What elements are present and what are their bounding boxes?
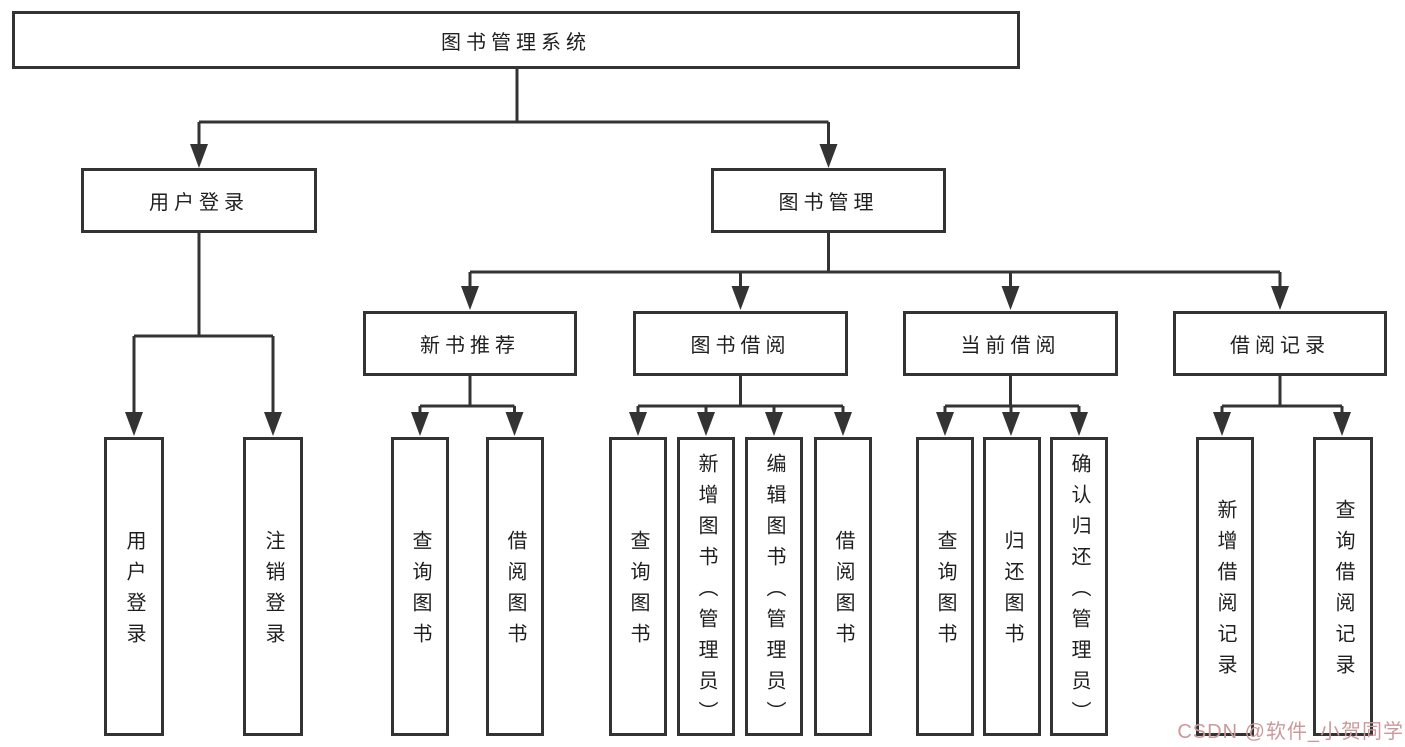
arrowhead bbox=[834, 412, 852, 436]
arrowhead bbox=[629, 412, 647, 436]
arrowhead bbox=[190, 144, 208, 168]
arrowhead bbox=[411, 412, 429, 436]
arrowhead bbox=[1271, 286, 1289, 310]
node-book-borrowing: 图书借阅 bbox=[633, 311, 848, 376]
arrowhead bbox=[1213, 412, 1231, 436]
leaf-query-books-recommend: 查询图书 bbox=[391, 437, 449, 736]
arrowhead bbox=[461, 286, 479, 310]
leaf-borrow-books: 借阅图书 bbox=[814, 437, 872, 736]
arrowhead bbox=[697, 412, 715, 436]
arrowhead bbox=[505, 412, 524, 436]
leaf-add-borrow-record: 新增借阅记录 bbox=[1196, 437, 1254, 736]
arrowhead bbox=[125, 412, 143, 436]
leaf-user-login: 用户登录 bbox=[104, 437, 164, 736]
arrowhead bbox=[731, 286, 750, 310]
node-borrowing-records: 借阅记录 bbox=[1173, 311, 1387, 376]
arrowhead bbox=[765, 412, 783, 436]
arrowhead bbox=[1070, 412, 1088, 436]
leaf-query-borrow-record: 查询借阅记录 bbox=[1313, 437, 1373, 736]
arrowhead bbox=[1002, 412, 1020, 436]
node-book-management: 图书管理 bbox=[711, 168, 946, 233]
leaf-return-books: 归还图书 bbox=[983, 437, 1041, 736]
leaf-borrow-books-recommend: 借阅图书 bbox=[486, 437, 544, 736]
arrowhead bbox=[264, 412, 282, 436]
node-root: 图书管理系统 bbox=[12, 11, 1020, 69]
leaf-add-book-admin: 新增图书（管理员） bbox=[677, 437, 735, 736]
leaf-query-books-borrowing: 查询图书 bbox=[609, 437, 667, 736]
node-current-borrowing: 当前借阅 bbox=[903, 311, 1118, 376]
arrowhead bbox=[1333, 412, 1351, 436]
arrowhead bbox=[1001, 286, 1020, 310]
csdn-watermark: CSDN @软件_小贺同学 bbox=[1177, 721, 1404, 743]
node-user-login: 用户登录 bbox=[81, 168, 317, 233]
leaf-logout: 注销登录 bbox=[243, 437, 303, 736]
leaf-edit-book-admin: 编辑图书（管理员） bbox=[745, 437, 803, 736]
node-new-book-recommend: 新书推荐 bbox=[363, 311, 577, 376]
arrowhead bbox=[936, 412, 954, 436]
leaf-query-books-current: 查询图书 bbox=[916, 437, 974, 736]
arrowhead bbox=[819, 144, 838, 168]
leaf-confirm-return-admin: 确认归还（管理员） bbox=[1050, 437, 1108, 736]
